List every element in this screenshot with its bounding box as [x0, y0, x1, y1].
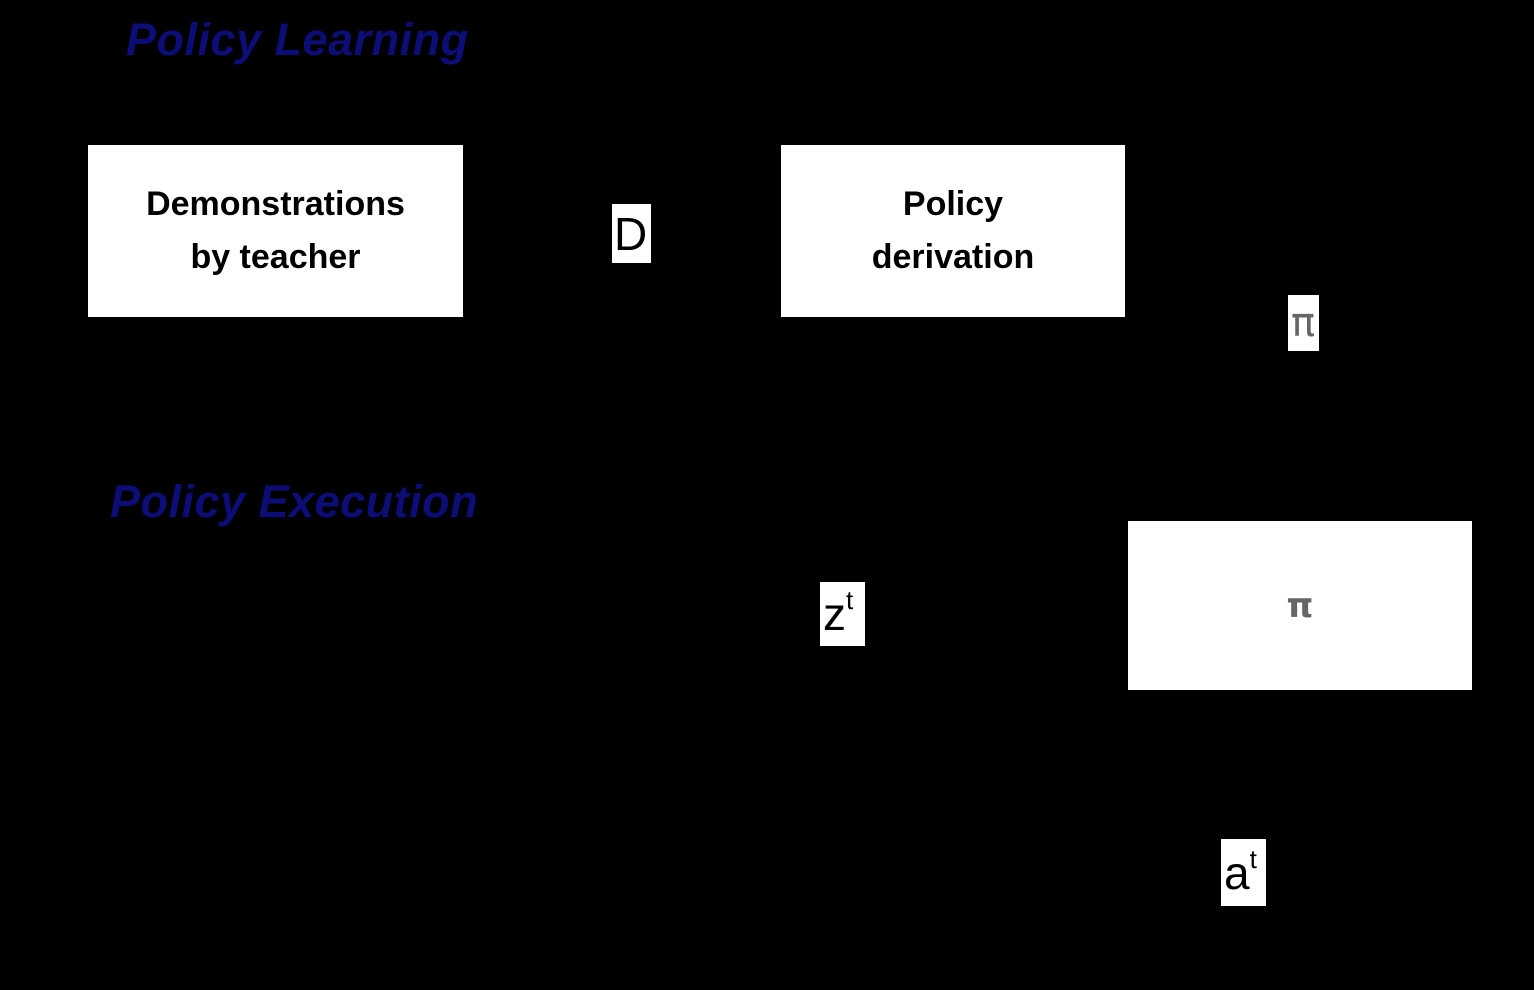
edge-label-observation-base: z	[823, 588, 846, 640]
node-policy-derivation[interactable]: Policy derivation	[781, 145, 1125, 317]
edge-label-dataset: D	[612, 204, 651, 263]
edge-label-dataset-base: D	[614, 207, 648, 260]
node-demonstrations-by-teacher[interactable]: Demonstrations by teacher	[88, 145, 463, 317]
section-title-policy-learning: Policy Learning	[126, 14, 469, 65]
edge-label-action-superscript: t	[1249, 843, 1257, 874]
edge-label-policy-pi: π	[1288, 295, 1319, 351]
pi-icon: π	[1291, 300, 1316, 346]
node-demonstrations-label: Demonstrations by teacher	[146, 185, 405, 276]
edge-label-observation-superscript: t	[846, 585, 854, 615]
edge-label-action-base: a	[1224, 846, 1250, 899]
node-policy[interactable]: π	[1128, 521, 1472, 690]
policy-pi-icon: π	[1286, 585, 1314, 626]
node-policy-derivation-label: Policy derivation	[871, 185, 1035, 276]
section-title-policy-execution: Policy Execution	[110, 476, 479, 527]
